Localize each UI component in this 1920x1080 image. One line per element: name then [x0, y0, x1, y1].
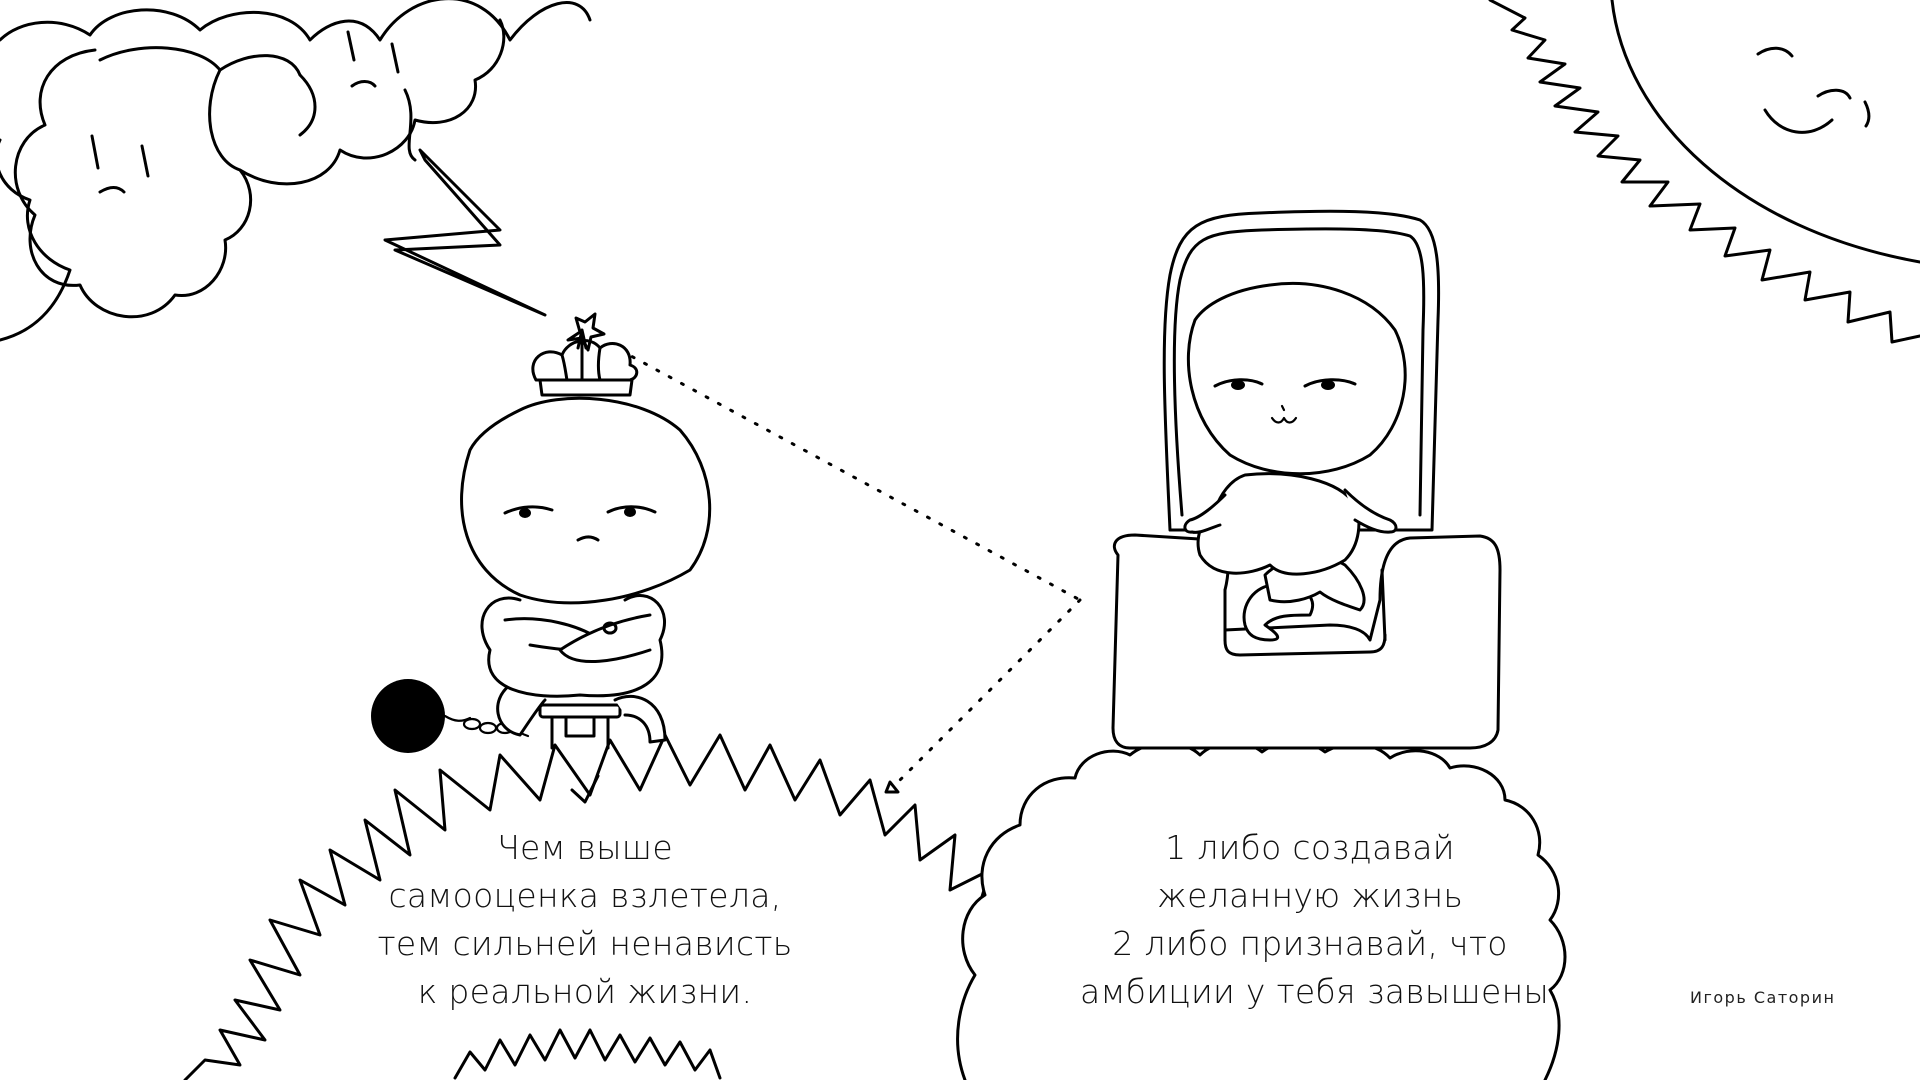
left-caption: Чем выше самооценка взлетела, тем сильне… [340, 824, 830, 1016]
left-caption-line: тем сильней ненависть [377, 924, 793, 963]
character-on-throne [1183, 281, 1407, 642]
cloud-with-face [0, 0, 592, 342]
crowned-character [460, 312, 712, 750]
right-caption: 1 либо создавай желанную жизнь 2 либо пр… [1080, 824, 1550, 1016]
right-caption-line: 1 либо создавай [1165, 828, 1455, 867]
left-caption-line: самооценка взлетела, [388, 876, 782, 915]
right-caption-line: 2 либо признавай, что [1112, 924, 1508, 963]
lightning-bolt [383, 148, 547, 317]
right-caption-line: желанную жизнь [1156, 876, 1464, 915]
dotted-sightline [618, 348, 1082, 794]
left-caption-line: к реальной жизни. [417, 972, 753, 1011]
right-caption-line: амбиции у тебя завышены [1080, 972, 1550, 1011]
sun-with-face [1488, 0, 1920, 344]
author-signature: Игорь Саторин [1690, 988, 1836, 1007]
left-caption-line: Чем выше [497, 828, 673, 867]
